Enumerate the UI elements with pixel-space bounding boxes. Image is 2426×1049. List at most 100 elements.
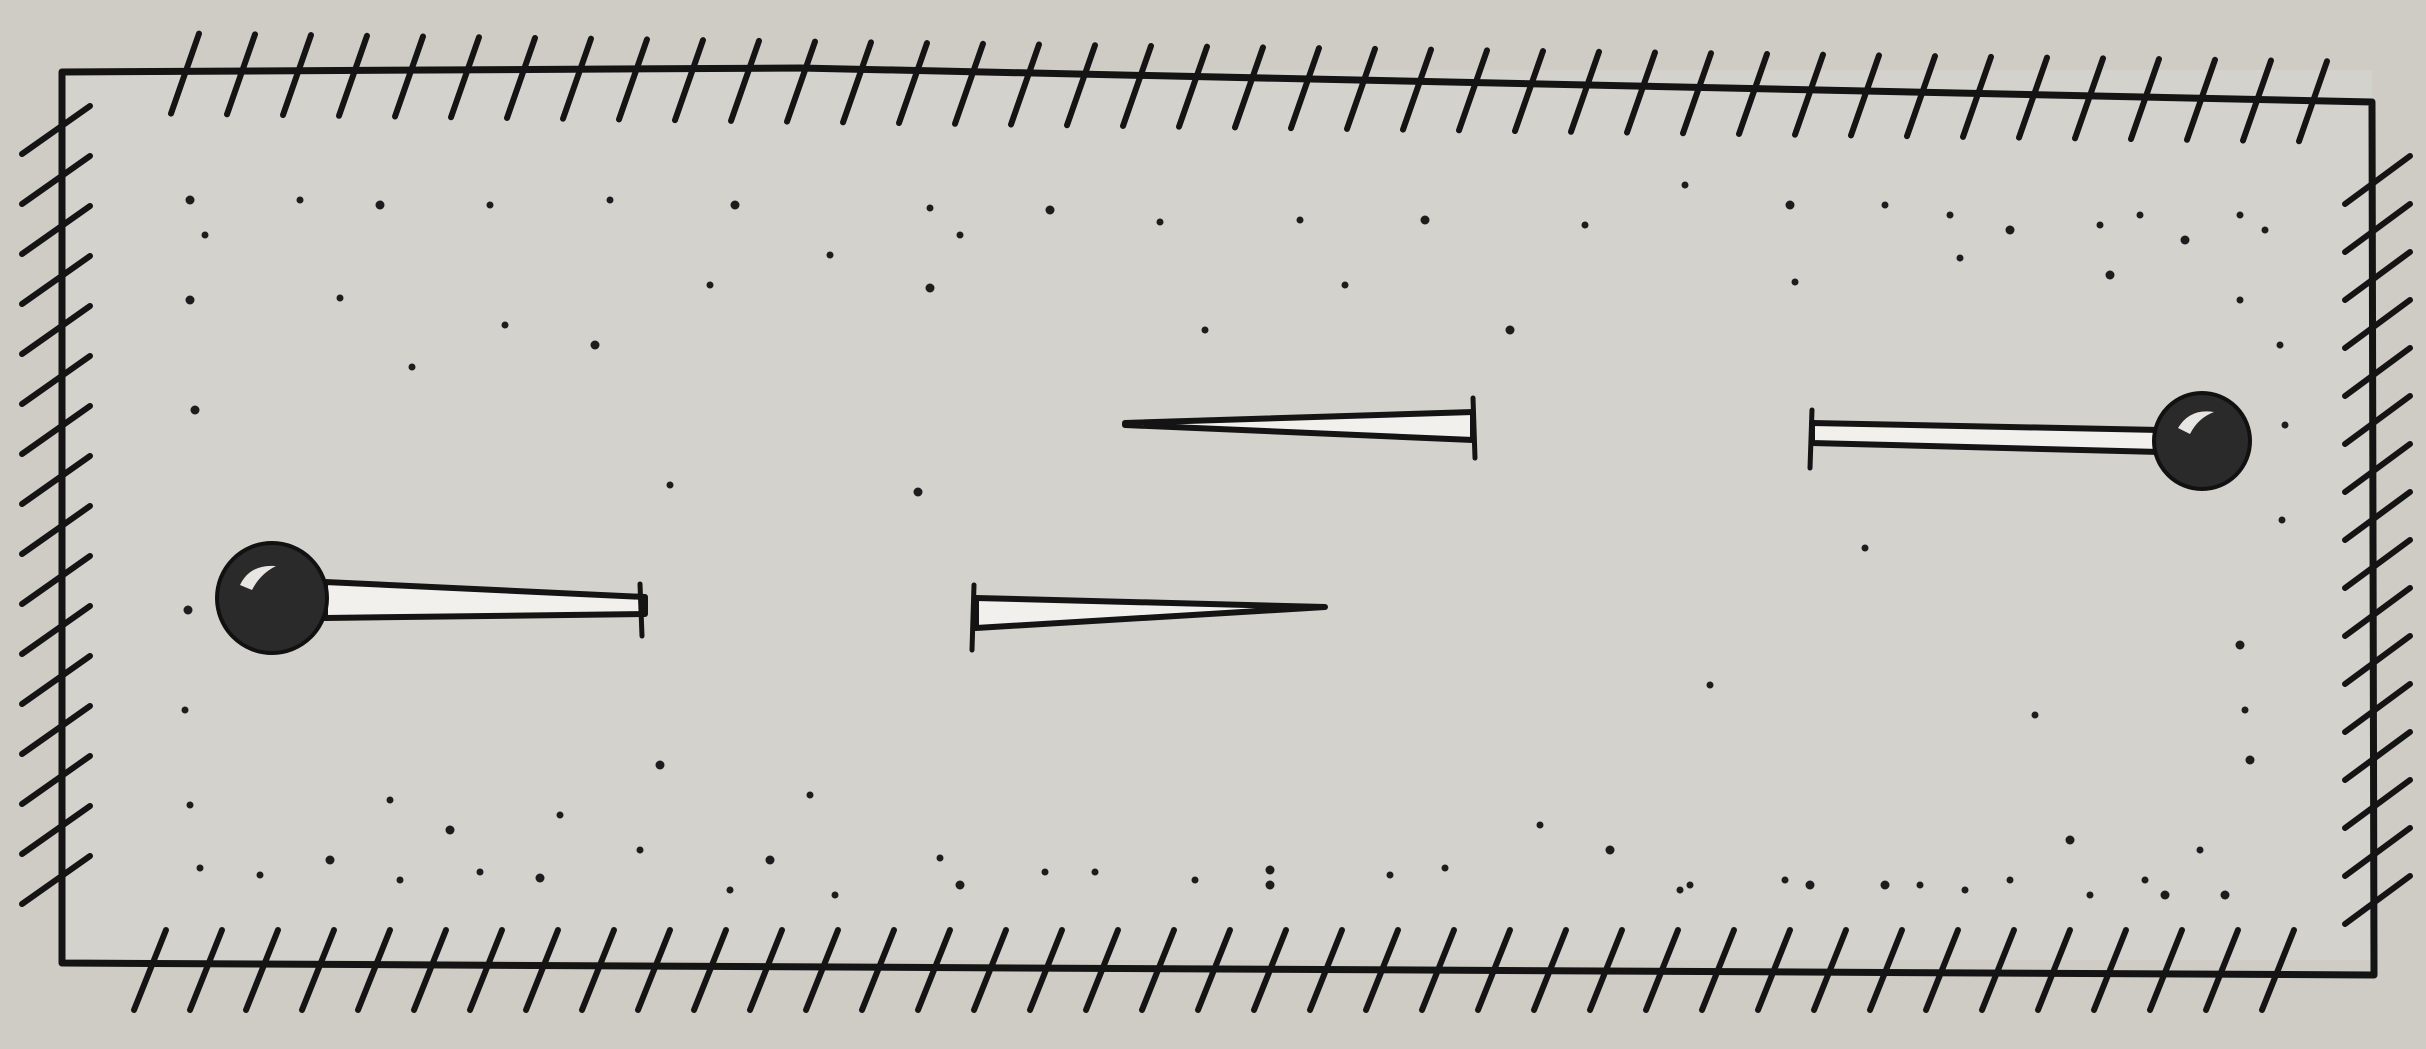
scatter-dot: [2087, 892, 2094, 899]
scatter-dot: [1862, 545, 1869, 552]
scatter-dot: [2279, 517, 2286, 524]
scatter-dot: [376, 201, 385, 210]
scatter-dot: [2097, 222, 2104, 229]
scatter-dot: [2032, 712, 2039, 719]
scatter-dot: [766, 856, 775, 865]
scatter-dot: [1882, 202, 1889, 209]
scatter-dot: [1387, 872, 1394, 879]
scatter-dot: [1442, 865, 1449, 872]
scatter-dot: [1157, 219, 1164, 226]
scatter-dot: [1606, 846, 1615, 855]
scatter-dot: [1537, 822, 1544, 829]
scatter-dot: [337, 295, 344, 302]
scatter-dot: [1782, 877, 1789, 884]
scatter-dot: [1957, 255, 1964, 262]
rod-right-end: [1810, 410, 1812, 468]
scatter-dot: [1917, 882, 1924, 889]
scatter-dot: [2237, 212, 2244, 219]
scatter-dot: [2137, 212, 2144, 219]
scatter-dot: [807, 792, 814, 799]
scatter-dot: [387, 797, 394, 804]
scatter-dot: [607, 197, 614, 204]
scatter-dot: [2161, 891, 2170, 900]
scatter-dot: [707, 282, 714, 289]
scatter-dot: [2221, 891, 2230, 900]
scatter-dot: [731, 201, 740, 210]
scatter-dot: [1202, 327, 1209, 334]
scatter-dot: [397, 877, 404, 884]
scatter-dot: [2242, 707, 2249, 714]
scatter-dot: [1881, 881, 1890, 890]
scatter-dot: [557, 812, 564, 819]
scatter-dot: [956, 881, 965, 890]
scatter-dot: [2246, 756, 2255, 765]
scatter-dot: [1806, 881, 1815, 890]
scatter-dot: [667, 482, 674, 489]
scatter-dot: [937, 855, 944, 862]
scatter-dot: [637, 847, 644, 854]
scatter-dot: [1506, 326, 1515, 335]
scatter-dot: [184, 606, 193, 615]
scatter-dot: [502, 322, 509, 329]
scatter-dot: [1046, 206, 1055, 215]
scatter-dot: [1266, 866, 1275, 875]
scatter-dot: [2262, 227, 2269, 234]
scatter-dot: [487, 202, 494, 209]
scatter-dot: [1042, 869, 1049, 876]
scatter-dot: [202, 232, 209, 239]
scatter-dot: [191, 406, 200, 415]
scatter-dot: [2142, 877, 2149, 884]
scatter-dot: [2181, 236, 2190, 245]
scatter-dot: [2106, 271, 2115, 280]
scatter-dot: [957, 232, 964, 239]
scatter-dot: [2282, 422, 2289, 429]
scatter-dot: [1192, 877, 1199, 884]
scatter-dot: [927, 205, 934, 212]
scatter-dot: [2277, 342, 2284, 349]
scatter-dot: [2197, 847, 2204, 854]
scatter-dot: [536, 874, 545, 883]
scatter-dot: [2007, 877, 2014, 884]
scatter-dot: [1707, 682, 1714, 689]
scatter-dot: [1266, 881, 1275, 890]
scatter-dot: [186, 196, 195, 205]
scatter-dot: [187, 802, 194, 809]
scatter-dot: [1682, 182, 1689, 189]
scatter-dot: [297, 197, 304, 204]
scatter-dot: [591, 341, 600, 350]
scatter-dot: [197, 865, 204, 872]
scatter-dot: [914, 488, 923, 497]
scatter-dot: [477, 869, 484, 876]
scatter-dot: [2236, 641, 2245, 650]
scatter-dot: [446, 826, 455, 835]
scatter-dot: [257, 872, 264, 879]
ball-left: [217, 543, 327, 653]
scatter-dot: [926, 284, 935, 293]
scatter-dot: [1947, 212, 1954, 219]
scatter-dot: [1786, 201, 1795, 210]
scatter-dot: [1297, 217, 1304, 224]
scatter-dot: [2006, 226, 2015, 235]
scatter-dot: [186, 296, 195, 305]
scatter-dot: [326, 856, 335, 865]
scatter-dot: [656, 761, 665, 770]
scatter-dot: [1582, 222, 1589, 229]
scatter-dot: [1687, 882, 1694, 889]
scatter-dot: [1677, 887, 1684, 894]
scatter-dot: [2066, 836, 2075, 845]
paper-inner-shade: [62, 70, 2372, 960]
scatter-dot: [827, 252, 834, 259]
scatter-dot: [727, 887, 734, 894]
scatter-dot: [1962, 887, 1969, 894]
scatter-dot: [1342, 282, 1349, 289]
rod-left-end: [640, 584, 642, 636]
scatter-dot: [182, 707, 189, 714]
scatter-dot: [2237, 297, 2244, 304]
scatter-dot: [1092, 869, 1099, 876]
scatter-dot: [1421, 216, 1430, 225]
scatter-dot: [1792, 279, 1799, 286]
ball-right: [2154, 393, 2250, 489]
scatter-dot: [409, 364, 416, 371]
